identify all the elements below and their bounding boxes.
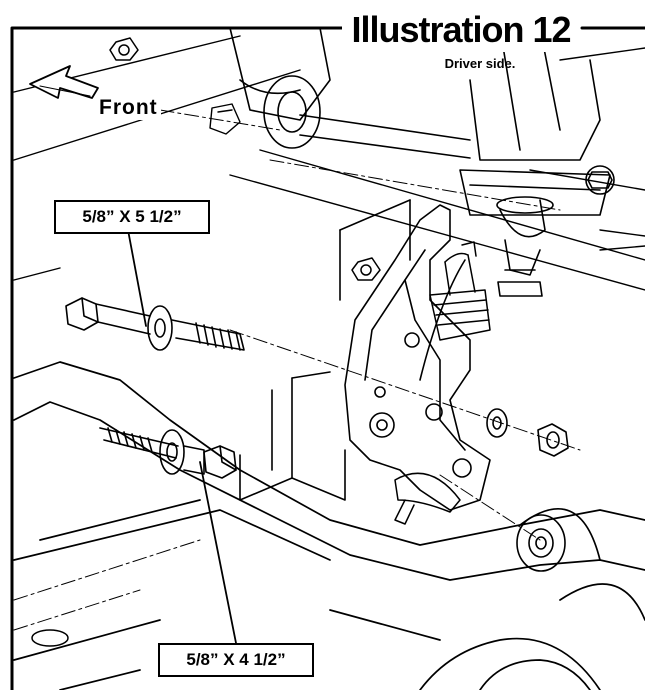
lower-control-arm <box>13 361 645 690</box>
illustration-subtitle: Driver side. <box>444 56 516 71</box>
upper-bolt <box>65 297 245 351</box>
lower-bolt-callout: 5/8” X 4 1/2” <box>158 643 314 677</box>
title-box: Illustration 12 <box>342 8 580 52</box>
hex-nut <box>537 423 569 457</box>
frame-border-left <box>10 26 344 690</box>
frame-slot <box>31 629 69 647</box>
upper-ball-joint <box>496 196 554 297</box>
spindle-knuckle <box>344 204 491 511</box>
upper-arm-nut <box>209 103 241 135</box>
lower-bolt <box>99 427 237 479</box>
leader-line-lower <box>199 461 237 644</box>
center-line <box>13 109 581 631</box>
ball-joint-stud <box>394 472 461 525</box>
control-arm-bushing <box>516 514 566 572</box>
leader-line-upper <box>127 229 147 327</box>
mounting-bracket <box>239 199 411 501</box>
front-arrow-icon <box>29 65 99 99</box>
frame-bolt-head <box>109 37 139 61</box>
lower-ball-joint <box>429 241 491 341</box>
illustration-title: Illustration 12 <box>351 9 571 50</box>
frame-bolt-head <box>351 257 381 281</box>
front-direction-label: Front <box>96 96 161 120</box>
upper-bolt-callout: 5/8” X 5 1/2” <box>54 200 210 234</box>
flat-washer <box>486 408 508 438</box>
